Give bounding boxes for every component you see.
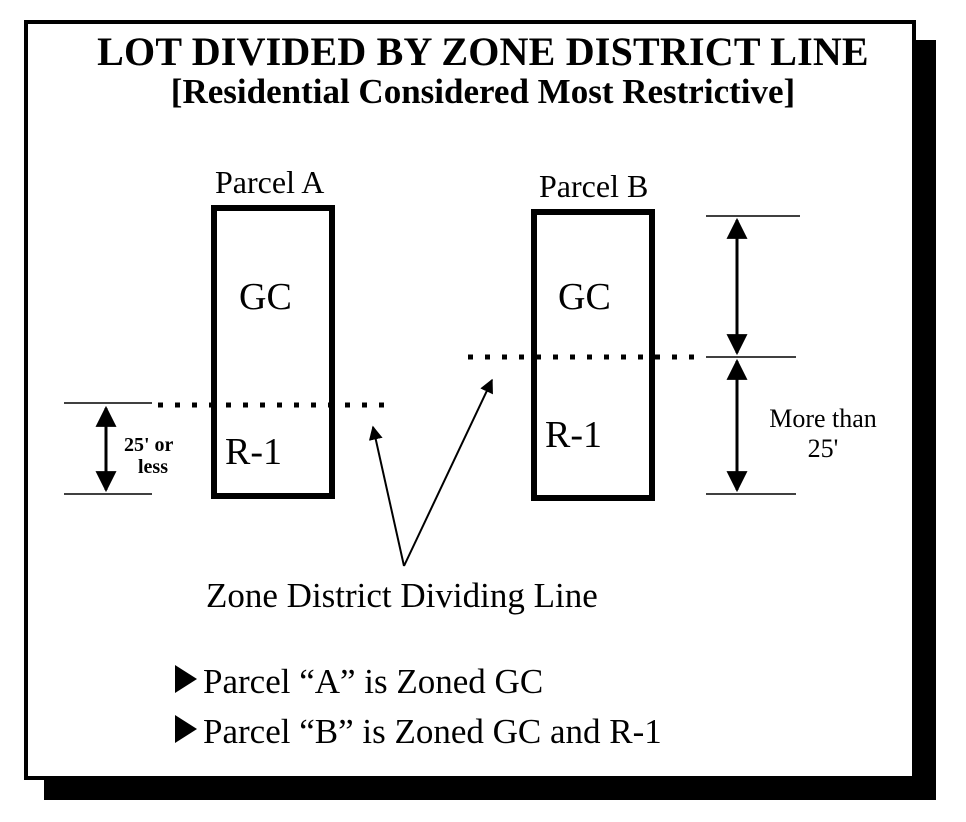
parcel-a-lot (211, 205, 335, 499)
parcel-a-dimension-note: 25' or less (124, 434, 173, 478)
parcel-a-dimension-note-line1: 25' or (124, 434, 174, 456)
parcel-b-lot (531, 209, 655, 501)
diagram-frame (24, 20, 916, 780)
pointer-arrow-to-parcel-b-line (403, 378, 493, 567)
parcel-a-dimension-note-line2: less (138, 456, 168, 478)
triangle-bullet-icon (175, 665, 197, 693)
dividing-line-caption: Zone District Dividing Line (206, 576, 598, 615)
parcel-b-lower-zone-label: R-1 (545, 414, 602, 456)
parcel-b-dimension-note: More than 25' (748, 404, 898, 464)
parcel-b-upper-zone-label: GC (558, 276, 611, 318)
parcel-a-lower-zone-label: R-1 (225, 431, 282, 473)
parcel-b-label: Parcel B (539, 168, 649, 204)
parcel-a-label: Parcel A (215, 164, 325, 200)
parcel-b-dimension-note-line2: 25' (807, 433, 839, 463)
bullet-text: Parcel “B” is Zoned GC and R-1 (203, 712, 662, 751)
pointer-arrow-to-parcel-a-line (368, 425, 405, 567)
diagram-title: LOT DIVIDED BY ZONE DISTRICT LINE (97, 29, 869, 74)
bullet-item: Parcel “B” is Zoned GC and R-1 (175, 712, 662, 752)
bullet-item: Parcel “A” is Zoned GC (175, 662, 543, 702)
triangle-bullet-icon (175, 715, 197, 743)
parcel-a-upper-zone-label: GC (239, 276, 292, 318)
bullet-text: Parcel “A” is Zoned GC (203, 662, 544, 701)
parcel-b-dimension-note-line1: More than (769, 404, 877, 433)
diagram-subtitle: [Residential Considered Most Restrictive… (170, 72, 796, 111)
